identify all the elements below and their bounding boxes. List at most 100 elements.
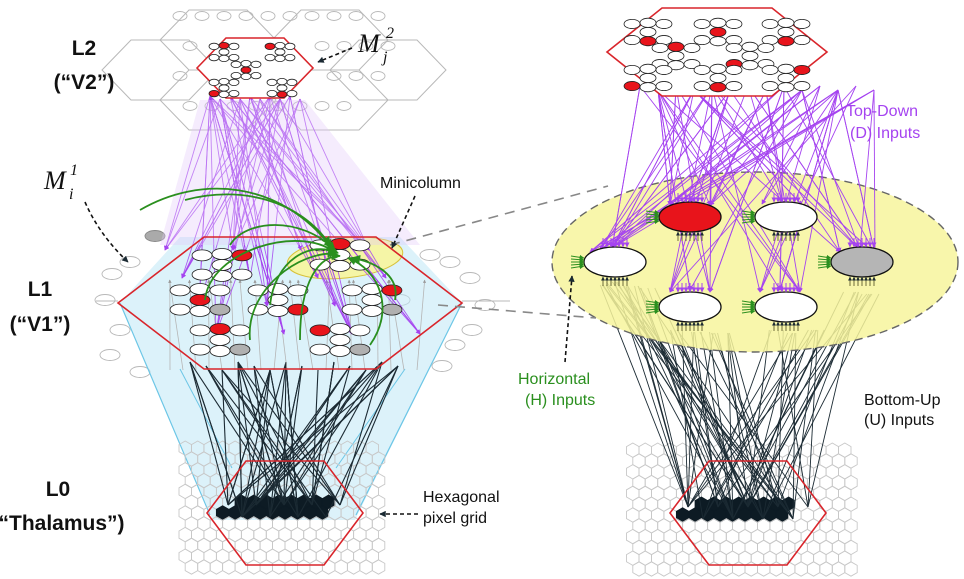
ghost-cell (314, 41, 330, 51)
cell (218, 90, 230, 99)
active-cell (309, 324, 331, 337)
cell (683, 59, 701, 70)
cell (209, 345, 231, 357)
bottom-up-line (269, 369, 367, 518)
top-down-line (259, 98, 370, 251)
horizontal-tick (817, 261, 832, 267)
cell (725, 64, 743, 75)
cell (693, 81, 711, 92)
horizontal-tick (741, 219, 756, 225)
top-down-line (299, 98, 370, 251)
top-down-line (215, 98, 301, 335)
l0-macrocolumn-hex-zoom (669, 460, 827, 566)
ghost-cell (109, 324, 131, 336)
cell (231, 268, 253, 281)
bottom-up-line (241, 361, 287, 518)
cell (725, 42, 743, 53)
ghost-cell (129, 366, 151, 378)
bottom-up-line (205, 365, 313, 506)
hexagonal-pixel-grids (178, 440, 858, 577)
top-down-line (669, 89, 767, 293)
cell (741, 51, 759, 62)
bottom-up-line (283, 365, 303, 506)
top-down-line (675, 85, 801, 293)
pixel (806, 561, 821, 577)
pixel (732, 561, 746, 577)
top-down-line (761, 89, 839, 205)
top-down-line (589, 85, 785, 253)
bottom-up-label-2: (U) Inputs (864, 412, 934, 429)
bottom-up-line (241, 369, 271, 518)
ghost-cell (216, 11, 232, 21)
cell (240, 59, 252, 68)
cell (286, 90, 298, 98)
top-down-line (872, 89, 878, 255)
bottom-up-internal (416, 279, 427, 371)
horizontal-tick (741, 309, 756, 315)
cell (639, 63, 657, 74)
cell (349, 239, 371, 252)
horizontal-connection (204, 240, 335, 301)
ghost-cell (326, 11, 342, 21)
pixel (284, 559, 298, 575)
top-down-line (164, 95, 271, 251)
bottom-up-line (727, 332, 734, 520)
cell (639, 26, 657, 37)
horizontal-tick (645, 219, 660, 225)
l0-macrocolumn-hex (206, 460, 364, 566)
ghost-cell (326, 71, 342, 81)
top-down-line (657, 89, 711, 206)
bottom-up-line (777, 329, 809, 508)
bottom-up-line (700, 331, 734, 520)
top-down-line (239, 98, 336, 307)
top-down-line (239, 98, 370, 251)
hex-grid-label-2: pixel grid (423, 510, 487, 527)
top-down-line (783, 85, 876, 255)
cell (741, 60, 759, 71)
bottom-up-internal (188, 279, 197, 371)
layer-l2-name: L2 (72, 37, 97, 60)
cell (284, 42, 296, 51)
bottom-up-line (807, 329, 819, 508)
pixel (831, 561, 846, 577)
top-down-line (693, 89, 876, 255)
cell (693, 18, 711, 29)
pixel (707, 561, 721, 577)
cell (189, 324, 211, 337)
ghost-hexagon (159, 69, 277, 131)
top-down-line (209, 95, 235, 251)
cell (693, 35, 711, 46)
cell (169, 303, 191, 316)
cell (793, 18, 811, 29)
cell (284, 53, 296, 62)
cell (208, 78, 220, 87)
macrocolumn-m2-label: M j 2 (357, 25, 394, 66)
top-down-line (611, 89, 731, 249)
cell (211, 248, 233, 260)
bottom-up-line (732, 329, 825, 520)
bottom-up-line (283, 369, 367, 506)
cell (381, 303, 403, 316)
cell (623, 18, 641, 29)
pixel (259, 559, 273, 575)
cell (228, 90, 240, 98)
bottom-up-line (747, 332, 794, 508)
cell (191, 268, 213, 281)
top-down-line (231, 95, 251, 251)
cell (329, 334, 351, 346)
pixel (744, 561, 758, 577)
horizontal-tick (645, 216, 660, 222)
cell (655, 64, 673, 75)
top-down-line (798, 89, 839, 293)
cell (777, 73, 795, 84)
layer-l1-alias: (“V1”) (10, 313, 71, 336)
cell (777, 82, 795, 93)
top-down-line (801, 89, 861, 251)
bottom-up-line (792, 329, 816, 520)
cell (329, 345, 351, 357)
cell (777, 63, 795, 74)
pixel (844, 561, 858, 577)
cell (274, 48, 286, 56)
top-down-line (777, 85, 785, 291)
bottom-up-line (714, 332, 779, 508)
